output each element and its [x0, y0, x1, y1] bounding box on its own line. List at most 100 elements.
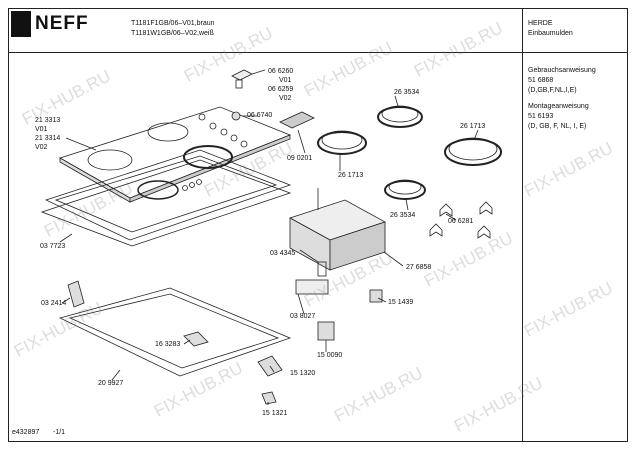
drawing-id: e432897 [12, 429, 40, 436]
part-label: 03 8027 [290, 313, 316, 320]
part-label: 03 7723 [40, 243, 66, 250]
leader-line [297, 293, 305, 315]
leader-line [473, 129, 479, 141]
leader-line [269, 365, 275, 373]
part-variant: V01 [35, 126, 48, 133]
model-line-1: T1181F1GB/06–V01,braun [131, 20, 215, 27]
docs-column-divider [522, 52, 523, 442]
control-symbol [196, 179, 202, 185]
leader-line [59, 233, 73, 243]
heating-element-1-inner [321, 130, 363, 150]
part-label: 06 6259 [268, 86, 294, 93]
part-label: 06 6740 [247, 112, 273, 119]
control-knob [231, 69, 253, 81]
hob-frame [44, 149, 292, 241]
heating-element-4-inner [388, 179, 422, 195]
manual-title: Gebrauchsanweisung [528, 67, 596, 74]
cooking-zone-back-left [147, 122, 189, 142]
heating-element-1 [317, 131, 367, 155]
knob-shaft [235, 79, 243, 89]
category-line-2: Einbaumulden [528, 30, 573, 37]
knob-hole [209, 122, 217, 130]
part-label: 26 1713 [460, 123, 486, 130]
base-tray-inner [68, 293, 280, 369]
tray-fitting-small [261, 391, 277, 405]
heating-element-2 [377, 106, 423, 128]
leader-line [405, 198, 409, 211]
knob-hole [240, 140, 248, 148]
part-label: 06 6260 [268, 68, 294, 75]
cooking-zone-front-left [87, 149, 133, 171]
part-label: 09 0201 [287, 155, 313, 162]
part-variant: V02 [35, 144, 48, 151]
leader-line [65, 137, 97, 151]
base-tray [58, 287, 292, 377]
category-line-1: HERDE [528, 20, 553, 27]
terminal-clip [317, 261, 327, 277]
cooking-zone-front-right [183, 145, 233, 169]
leader-line [445, 213, 457, 221]
control-symbol [189, 182, 195, 188]
tray-fitting [183, 331, 209, 347]
leader-line [183, 339, 191, 345]
knob-hole [220, 128, 228, 136]
leader-line [377, 297, 387, 303]
part-label: 21 3313 [35, 117, 61, 124]
cable-clamp [317, 321, 335, 341]
knob-hole [230, 134, 238, 142]
control-housing-side [329, 221, 386, 271]
heating-element-3 [444, 138, 502, 166]
bracket [479, 201, 493, 215]
seal-gasket [40, 159, 292, 247]
part-label: 15 1321 [262, 410, 288, 417]
part-label: 20 9927 [98, 380, 124, 387]
page-number: -1/1 [53, 429, 66, 436]
page-frame [8, 8, 628, 442]
control-symbol [182, 185, 188, 191]
part-label: 15 0090 [317, 352, 343, 359]
part-label: 03 2414 [41, 300, 67, 307]
part-label: 15 1439 [388, 299, 414, 306]
model-line-2: T1181W1GB/06–V02,weiß [131, 30, 214, 37]
leader-line [299, 249, 319, 263]
leader-line [394, 95, 399, 107]
install-number: 51 6193 [528, 113, 554, 120]
knob-spindle [231, 111, 241, 121]
header-column-divider [522, 8, 523, 52]
cooking-zone-front-center [137, 180, 179, 200]
leader-line [251, 69, 266, 75]
part-label: 26 3534 [394, 89, 420, 96]
part-label: 03 4345 [270, 250, 296, 257]
brand-logo: NEFF [35, 13, 89, 34]
heating-element-4 [384, 180, 426, 200]
leader-line [61, 297, 71, 304]
brand-logo-mark [11, 11, 31, 37]
part-label: 15 1320 [290, 370, 316, 377]
heating-element-3-inner [448, 137, 498, 161]
install-languages: (D, GB, F, NL, I, E) [528, 123, 587, 130]
side-clip [67, 280, 85, 308]
hob-frame-inner [54, 155, 278, 233]
part-label: 16 3283 [155, 341, 181, 348]
part-label: 27 6858 [406, 264, 432, 271]
part-label: 21 3314 [35, 135, 61, 142]
leader-line [111, 369, 121, 381]
heating-element-2-inner [381, 105, 419, 123]
bracket [477, 225, 491, 239]
terminal-block [295, 279, 329, 295]
install-title: Montageanweisung [528, 103, 589, 110]
switch-body [279, 111, 315, 129]
header-divider [8, 52, 628, 53]
leader-line [297, 129, 306, 154]
bracket [439, 203, 453, 217]
manual-languages: (D,GB,F,NL,I,E) [528, 87, 577, 94]
part-label: 06 6281 [448, 218, 474, 225]
part-label: 26 1713 [338, 172, 364, 179]
connector [369, 289, 383, 303]
leader-line [383, 251, 404, 267]
bracket [429, 223, 443, 237]
part-variant: V01 [279, 77, 292, 84]
manual-number: 51 6868 [528, 77, 554, 84]
